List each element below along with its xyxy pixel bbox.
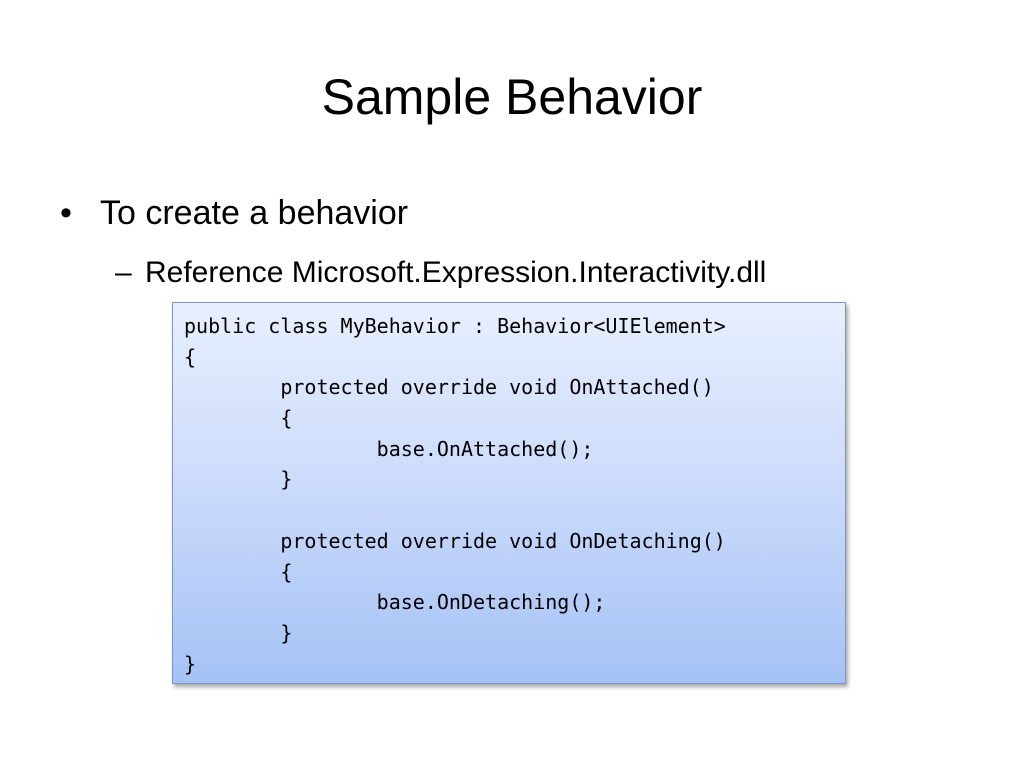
slide-title: Sample Behavior xyxy=(321,69,703,125)
code-line: { xyxy=(184,406,293,431)
code-line: } xyxy=(184,620,293,645)
code-line: { xyxy=(184,344,197,369)
code-line: public class MyBehavior : Behavior<UIEle… xyxy=(184,314,726,338)
code-line xyxy=(184,495,845,526)
code-line: } xyxy=(184,651,197,676)
code-line: } xyxy=(184,467,293,492)
bullet-text: To create a behavior xyxy=(100,194,409,232)
code-line: { xyxy=(184,559,293,584)
code-block: public class MyBehavior : Behavior<UIEle… xyxy=(172,302,846,684)
code-line: protected override void OnDetaching() xyxy=(184,528,726,553)
code-line: base.OnDetaching(); xyxy=(184,590,606,615)
bullet-item: • To create a behavior xyxy=(60,190,408,236)
sub-bullet-text: Reference Microsoft.Expression.Interacti… xyxy=(145,256,767,289)
bullet-marker: • xyxy=(60,194,72,232)
code-line: protected override void OnAttached() xyxy=(184,375,714,400)
sub-bullet-item: –Reference Microsoft.Expression.Interact… xyxy=(115,252,766,294)
sub-bullet-marker: – xyxy=(115,256,132,289)
code-line: base.OnAttached(); xyxy=(184,436,594,461)
